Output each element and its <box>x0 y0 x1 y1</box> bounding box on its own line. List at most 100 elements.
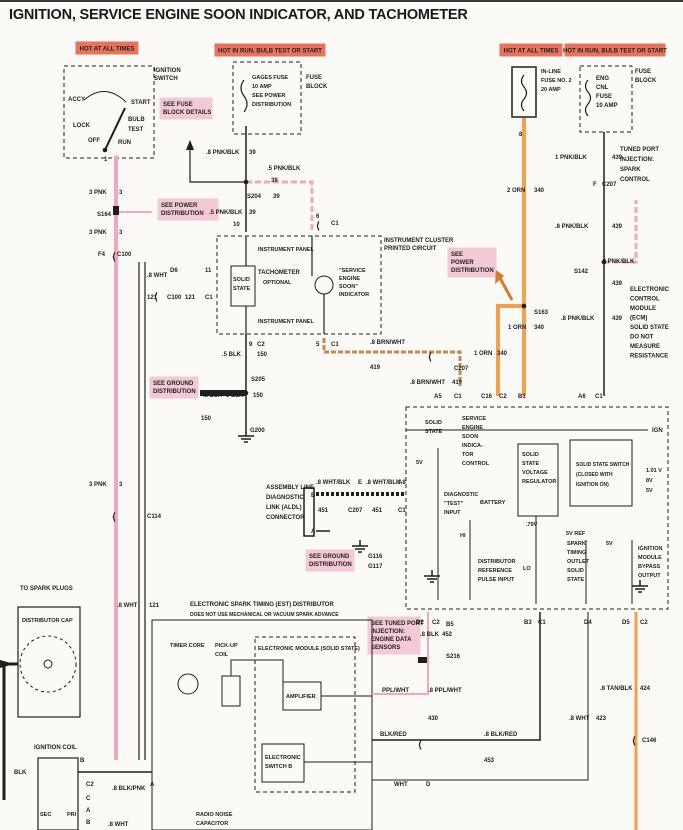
wire-label: 5 <box>316 342 320 348</box>
wire-label: .8 WHT <box>108 822 129 828</box>
ecm-hi: HI <box>460 533 466 539</box>
wire-label: S163 <box>534 310 549 316</box>
wire-label: .8 WHT <box>117 603 138 609</box>
wire-label: C2 <box>499 394 507 400</box>
ecm-bypass-output: OUTPUT <box>638 573 661 579</box>
tpi-spark-note: SPARK <box>620 167 641 173</box>
wire-label: 11 <box>205 268 212 274</box>
wire-label: .8 BLK <box>420 632 440 638</box>
wire-blk-red <box>372 612 541 741</box>
wire-label: A5 <box>434 394 442 400</box>
ignition-coil-box <box>37 757 79 830</box>
hot-label-ignition: HOT AT ALL TIMES <box>80 47 135 53</box>
ecm-ses-control: ENGINE <box>462 425 483 431</box>
indicator-label: "SERVICE <box>339 268 366 274</box>
wire-label: C <box>86 796 91 802</box>
ecm-bypass-output: BYPASS <box>638 564 661 570</box>
tach-label: TACHOMETER <box>258 270 301 276</box>
ecm-box <box>405 406 669 610</box>
wire-label: C1 <box>454 394 462 400</box>
ecm-switch-label: IGNITION ON) <box>576 482 609 488</box>
note-tpi-sensors: INJECTION: <box>371 629 405 635</box>
wire-label: F <box>593 182 597 188</box>
wire-label: .8 WHT <box>569 716 590 722</box>
note-tpi-sensors: SEE TUNED PORT <box>371 621 424 627</box>
switch-arc <box>83 91 127 103</box>
coil-sec-label: SEC <box>40 812 51 818</box>
note-power-dist-2: POWER <box>451 260 474 266</box>
eng-cnl-fuse-text: CNL <box>596 85 609 91</box>
wire-label: 439 <box>612 316 623 322</box>
ignition-switch-box <box>63 65 155 159</box>
fuse-symbol <box>520 74 528 112</box>
ecm-note: RESISTANCE <box>630 354 668 360</box>
wire-label: .8 PNK/BLK <box>206 150 240 156</box>
gages-fuse-text: GAGES FUSE <box>252 75 288 81</box>
hot-label-inline-fuse: HOT AT ALL TIMES <box>504 49 559 55</box>
est-switch <box>261 743 305 783</box>
wire-label: BLK/RED <box>380 732 407 738</box>
ecm-diag-input: DIAGNOSTIC <box>444 492 479 498</box>
pickup-coil <box>221 675 241 707</box>
ecm-battery: BATTERY <box>480 500 506 506</box>
switch-pos-bulb: BULB <box>128 117 145 123</box>
aldl-wire-label: C207 <box>348 508 363 514</box>
wire-label: .8 BRN/WHT <box>370 340 405 346</box>
wire-label: C2 <box>86 782 94 788</box>
wire-label: .8 TAN/BLK <box>600 686 633 692</box>
aldl-wire-label: A8 <box>398 480 406 486</box>
hot-label-ignition-box <box>75 41 139 55</box>
ecm-regulator-label: SOLID <box>522 452 539 458</box>
wire-label: S216 <box>446 654 461 660</box>
wire-ppl-wht <box>372 612 429 695</box>
arrow-head <box>495 270 504 284</box>
aldl-connector <box>303 487 315 537</box>
note-ground-dist-2: DISTRIBUTION <box>309 562 352 568</box>
ecm-switch-label: SOLID STATE SWITCH <box>576 462 630 468</box>
aldl-wire-label: C1 <box>398 508 406 514</box>
wire-label: 452 <box>442 632 453 638</box>
ecm-5v: 5V <box>606 541 613 547</box>
tpi-spark-note: CONTROL <box>620 177 650 183</box>
wire-label: .8 PPL/WHT <box>428 688 462 694</box>
wire <box>230 659 284 690</box>
tach-solid-state <box>230 265 256 307</box>
coil-pri-label: PRI <box>67 812 77 818</box>
ignition-switch-label: SWITCH <box>154 76 178 82</box>
ecm-spark-outlet: TIMING <box>567 550 586 556</box>
eng-cnl-fuse-box <box>579 65 633 133</box>
wire-label: 340 <box>534 188 545 194</box>
wire-label: D6 <box>170 268 178 274</box>
rotor <box>43 659 53 669</box>
ecm-diag-input: INPUT <box>444 510 461 516</box>
ecm-spark-outlet: SPARK <box>567 541 586 547</box>
wire-orn-1 <box>496 304 524 396</box>
wire-label: F4 <box>98 252 106 258</box>
ecm-spark-outlet: SOLID <box>567 568 584 574</box>
note-power-dist-2: DISTRIBUTION <box>451 268 494 274</box>
wire-label: .8 WHT <box>147 273 168 279</box>
wire-label: B <box>86 820 91 826</box>
wire-label: 6 <box>316 214 320 220</box>
splice-s205 <box>243 390 249 396</box>
wire-label: 3 PNK <box>89 482 107 488</box>
connector-c146: ⟨ <box>632 736 636 747</box>
est-title: ELECTRONIC SPARK TIMING (EST) DISTRIBUTO… <box>190 602 334 608</box>
note-ground-dist-1: SEE GROUND <box>153 381 194 387</box>
note-ground-dist-1: DISTRIBUTION <box>153 389 196 395</box>
wire-label: .5 PNK/BLK <box>267 166 301 172</box>
note-power-dist-2: SEE <box>451 252 463 258</box>
wire-label: .8 PNK/BLK <box>555 224 589 230</box>
wire-label: 39 <box>271 178 278 184</box>
distributor-cap-box <box>17 606 81 718</box>
eng-cnl-fuse-text: 10 AMP <box>596 103 617 109</box>
ecm-5v-ref: 5V REF <box>566 531 586 537</box>
wire-label: 3 PNK <box>89 230 107 236</box>
aldl-label: DIAGNOSTIC <box>266 495 304 501</box>
est-timer-core: TIMER CORE <box>170 643 205 649</box>
hot-label-eng-cnl-box <box>564 43 666 57</box>
wire-label: C146 <box>642 738 657 744</box>
eng-cnl-fuse-tag: FUSE <box>635 69 651 75</box>
wire-label: 430 <box>428 716 439 722</box>
wire-label: B5 <box>446 622 454 628</box>
